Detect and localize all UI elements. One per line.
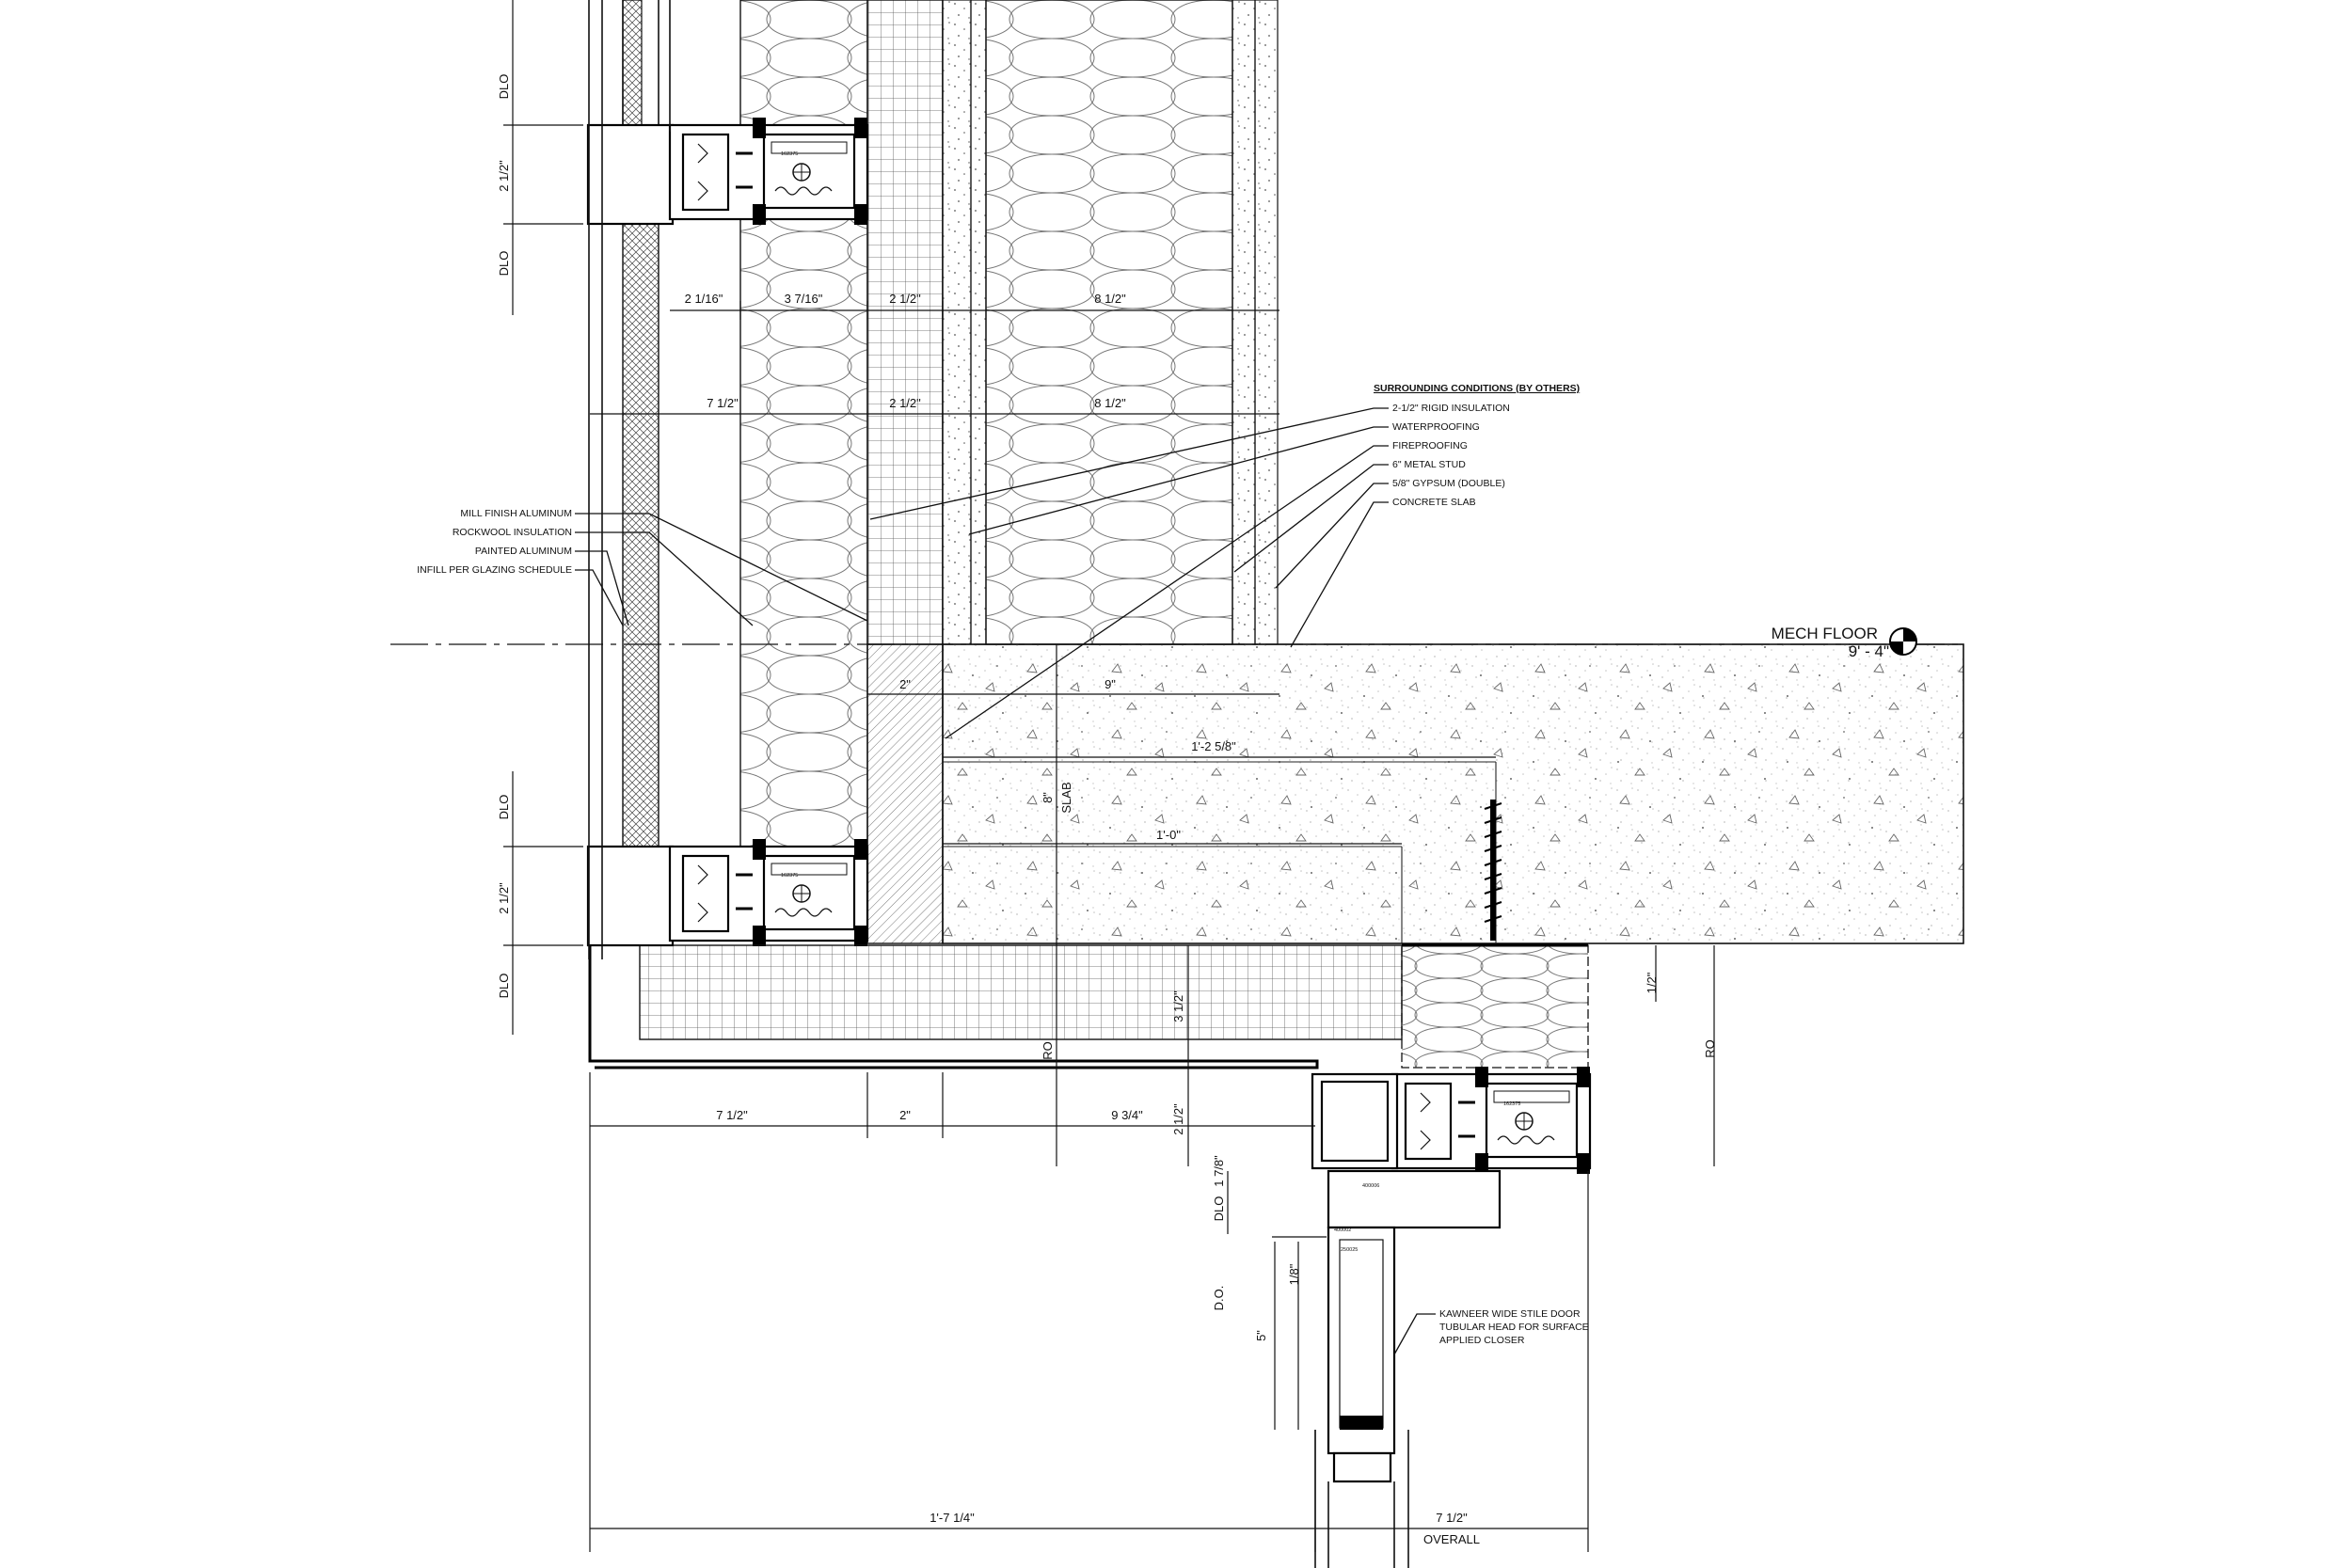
level-symbol <box>1889 627 1917 656</box>
sill-trim <box>588 945 1319 1069</box>
note-waterproofing: WATERPROOFING <box>1392 421 1480 433</box>
note-infill: INFILL PER GLAZING SCHEDULE <box>417 564 572 576</box>
dim-dlo-3: DLO <box>497 795 511 820</box>
rigid-insulation <box>866 0 944 645</box>
part-tag-2: 162375 <box>781 873 798 879</box>
sill-infill <box>639 944 1403 1040</box>
dim-dlo-4: DLO <box>497 974 511 999</box>
level-elevation: 9' - 4" <box>1849 642 1889 660</box>
door-transom-bar <box>1327 1169 1502 1229</box>
dim-dlo-1: DLO <box>497 74 511 100</box>
dim-8-5-row1: 8 1/2" <box>1094 292 1126 306</box>
waterproofing <box>942 0 972 645</box>
dim-2-5-2: 2 1/2" <box>497 882 511 914</box>
glazing-infill-upper <box>622 0 643 133</box>
dim-1-2-5-8: 1'-2 5/8" <box>1191 739 1236 753</box>
dim-1-0: 1'-0" <box>1156 828 1181 842</box>
dim-7-5-row2: 7 1/2" <box>707 396 739 410</box>
dim-2-1-16: 2 1/16" <box>685 292 723 306</box>
dim-3-7-16: 3 7/16" <box>785 292 823 306</box>
door-note-line-2: TUBULAR HEAD FOR SURFACE <box>1439 1322 1589 1333</box>
door-head-frame <box>1391 1065 1592 1176</box>
dim-9-3-4: 9 3/4" <box>1111 1108 1143 1122</box>
infill-panel <box>622 201 660 862</box>
part-tag-5: 400002 <box>1334 1227 1351 1233</box>
dim-do: D.O. <box>1212 1286 1226 1311</box>
part-tag-6: 250025 <box>1341 1247 1358 1253</box>
dim-overall-label: OVERALL <box>1423 1532 1480 1546</box>
dim-2-row3: 2" <box>899 1108 911 1122</box>
dim-2-slab: 2" <box>899 677 911 691</box>
note-metal-stud: 6" METAL STUD <box>1392 459 1466 470</box>
dim-7-5-overall: 7 1/2" <box>1436 1511 1468 1525</box>
dim-1-7-1-4: 1'-7 1/4" <box>930 1511 975 1525</box>
dim-9: 9" <box>1104 677 1116 691</box>
dim-5: 5" <box>1254 1330 1268 1341</box>
fireproofing <box>970 0 987 645</box>
level-name: MECH FLOOR <box>1772 625 1878 642</box>
anchor-screw <box>1484 800 1502 941</box>
metal-stud-cavity <box>985 0 1233 645</box>
door-note-line-1: KAWNEER WIDE STILE DOOR <box>1439 1308 1581 1320</box>
note-rockwool: ROCKWOOL INSULATION <box>453 527 572 538</box>
dim-ro-right: RO <box>1703 1039 1717 1058</box>
dim-8-5-row2: 8 1/2" <box>1094 396 1126 410</box>
dim-dlo-door: DLO <box>1212 1196 1226 1222</box>
notes-right-heading: SURROUNDING CONDITIONS (BY OTHERS) <box>1374 383 1580 394</box>
dim-1-2: 1/2" <box>1645 972 1659 993</box>
mullion-upper <box>668 116 869 227</box>
note-rigid-insulation: 2-1/2" RIGID INSULATION <box>1392 403 1510 414</box>
dim-ro-left: RO <box>1041 1041 1055 1060</box>
note-concrete-slab: CONCRETE SLAB <box>1392 497 1476 508</box>
dim-8: 8" <box>1041 792 1055 803</box>
head-insulation <box>1401 944 1589 1069</box>
dim-2-5-1: 2 1/2" <box>497 160 511 192</box>
mullion-lower <box>668 837 869 948</box>
part-tag-3: 162375 <box>1503 1101 1520 1107</box>
dim-2-5-row2: 2 1/2" <box>889 396 921 410</box>
note-mill-finish: MILL FINISH ALUMINUM <box>460 508 572 519</box>
dim-1-7-8: 1 7/8" <box>1212 1155 1226 1187</box>
note-painted-alu: PAINTED ALUMINUM <box>475 546 572 557</box>
dim-dlo-2: DLO <box>497 251 511 277</box>
door-note: KAWNEER WIDE STILE DOOR TUBULAR HEAD FOR… <box>1439 1308 1589 1346</box>
note-fireproofing: FIREPROOFING <box>1392 440 1468 451</box>
dim-slab-label: SLAB <box>1059 782 1073 813</box>
note-gypsum: 5/8" GYPSUM (DOUBLE) <box>1392 478 1505 489</box>
part-tag-1: 162375 <box>781 151 798 157</box>
dim-2-5-head: 2 1/2" <box>1171 1103 1185 1135</box>
notes-left: MILL FINISH ALUMINUM ROCKWOOL INSULATION… <box>417 508 572 576</box>
dim-3-5: 3 1/2" <box>1171 990 1185 1022</box>
gypsum-board-1 <box>1232 0 1256 645</box>
dim-1-8: 1/8" <box>1287 1263 1301 1285</box>
dim-2-5-row1: 2 1/2" <box>889 292 921 306</box>
door-note-line-3: APPLIED CLOSER <box>1439 1335 1525 1346</box>
dim-7-5-row3: 7 1/2" <box>716 1108 748 1122</box>
notes-right: SURROUNDING CONDITIONS (BY OTHERS) 2-1/2… <box>1374 383 1580 508</box>
part-tag-4: 400006 <box>1362 1183 1379 1189</box>
